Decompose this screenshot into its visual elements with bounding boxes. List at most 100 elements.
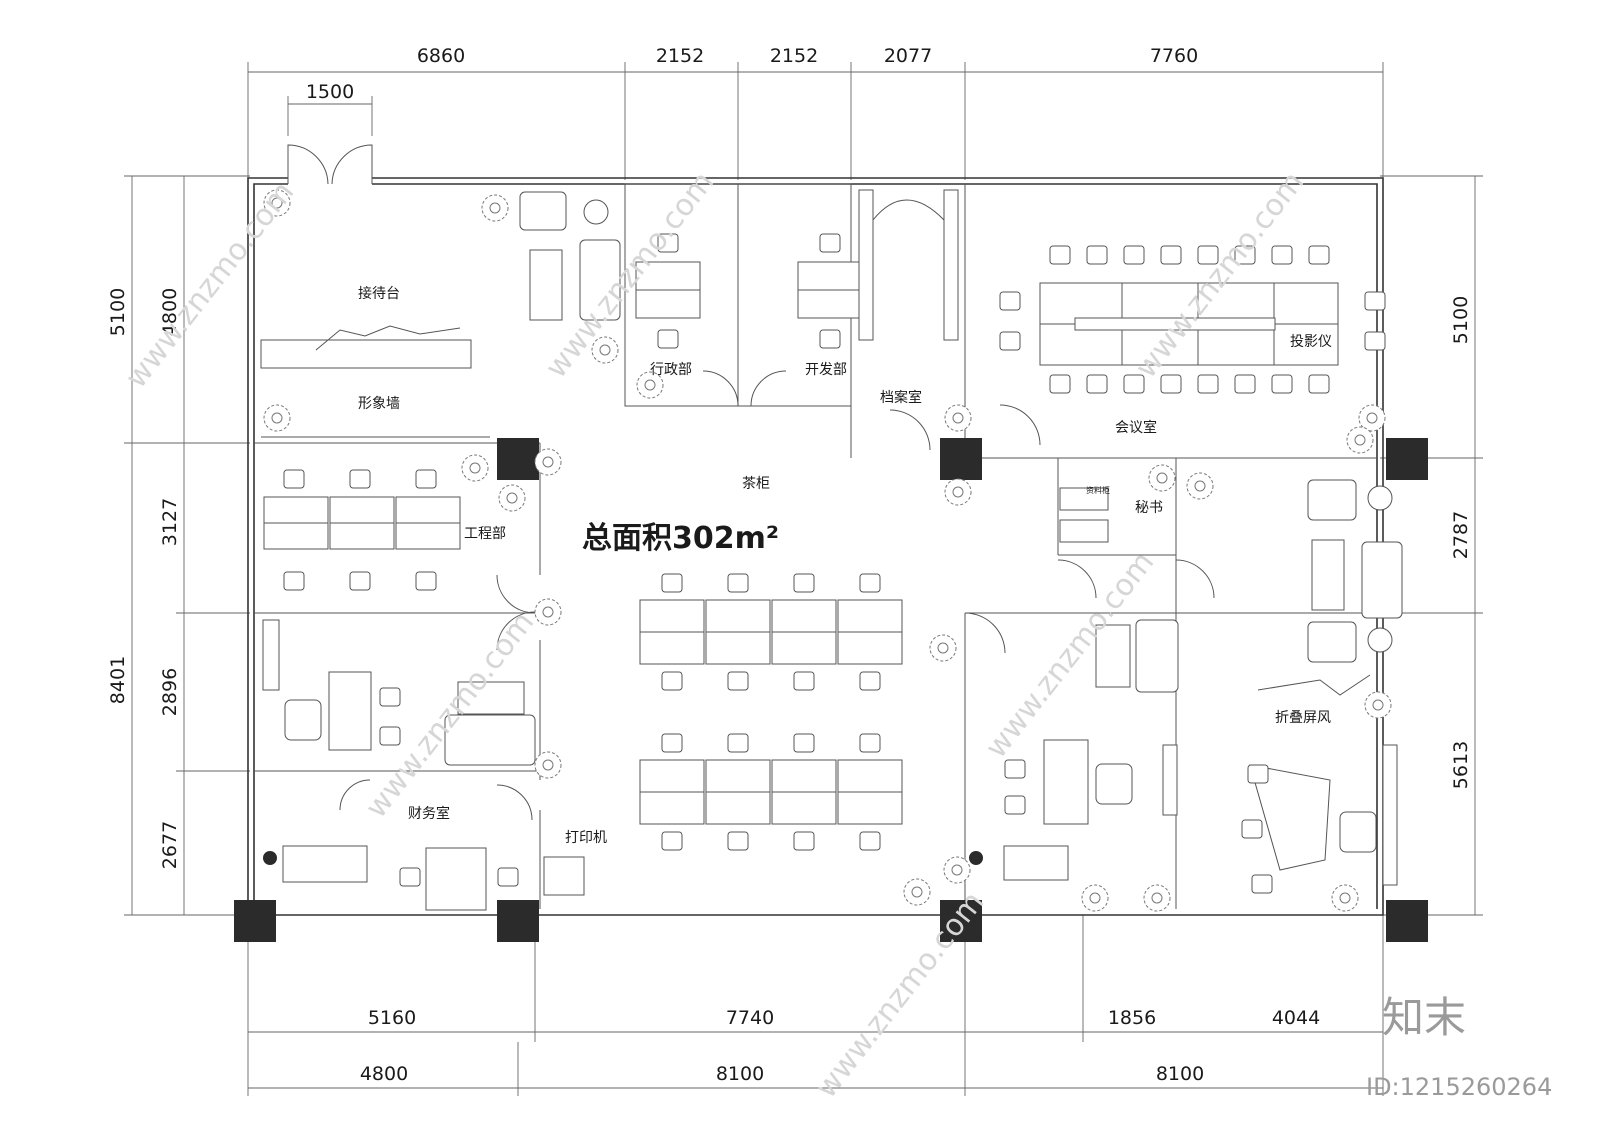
coffee-table — [529, 249, 563, 321]
chair — [999, 331, 1021, 351]
office-chair — [1339, 811, 1377, 853]
plant — [1156, 472, 1168, 484]
plant — [1143, 884, 1171, 912]
label-meeting-room: 会议室 — [1115, 419, 1157, 436]
plant — [929, 634, 957, 662]
chair — [497, 867, 519, 887]
desk — [705, 599, 771, 633]
plant — [944, 478, 972, 506]
chair — [859, 573, 881, 593]
plant — [534, 448, 562, 476]
desk — [639, 631, 705, 665]
chair — [1049, 374, 1071, 394]
desk — [639, 599, 705, 633]
dim-bottom-inner-4: 4044 — [1272, 1007, 1320, 1029]
column — [940, 438, 982, 480]
chair — [657, 329, 679, 349]
column — [497, 438, 539, 480]
chair — [727, 831, 749, 851]
plant — [1339, 892, 1351, 904]
desk — [1059, 487, 1109, 511]
chair — [349, 469, 371, 489]
plant — [263, 189, 291, 217]
chair — [661, 733, 683, 753]
watermark-site: www.znzmo.com — [979, 545, 1161, 765]
plant — [469, 462, 481, 474]
chair — [1271, 245, 1293, 265]
label-secretary: 秘书 — [1135, 500, 1163, 516]
dim-bottom-inner-2: 7740 — [726, 1007, 774, 1029]
desk — [329, 522, 395, 550]
chair — [415, 571, 437, 591]
chair — [793, 733, 815, 753]
dim-right-2: 2787 — [1450, 511, 1472, 559]
plant — [1331, 884, 1359, 912]
dimension-lines — [124, 62, 1483, 1096]
desk — [705, 791, 771, 825]
dim-bottom-inner-3: 1856 — [1108, 1007, 1156, 1029]
chair — [657, 233, 679, 253]
chair — [1086, 374, 1108, 394]
desk — [837, 599, 903, 633]
plant — [943, 856, 971, 884]
plant — [591, 336, 619, 364]
plant — [534, 751, 562, 779]
boss-desk — [1249, 764, 1331, 871]
chair — [727, 671, 749, 691]
folding-screen — [1257, 674, 1371, 696]
dim-top-1: 6860 — [417, 45, 465, 67]
chair — [1364, 331, 1386, 351]
desk — [639, 791, 705, 825]
dim-bottom-outer-2: 8100 — [716, 1063, 764, 1085]
dim-left-inner-3: 2896 — [159, 668, 181, 716]
walls — [247, 177, 1384, 916]
plant — [952, 412, 964, 424]
office-chair — [1095, 763, 1133, 805]
dim-door-width: 1500 — [306, 81, 354, 103]
desk — [395, 522, 461, 550]
plant — [1364, 691, 1392, 719]
chair — [661, 573, 683, 593]
label-engineering: 工程部 — [464, 526, 506, 542]
dim-right-3: 5613 — [1450, 741, 1472, 789]
armchair — [1307, 621, 1357, 663]
label-tea-cabinet: 茶柜 — [742, 476, 770, 492]
chair — [399, 867, 421, 887]
cabinet — [262, 619, 280, 691]
chair — [793, 671, 815, 691]
plant — [944, 404, 972, 432]
dim-left-outer-1: 5100 — [107, 288, 129, 336]
chair — [1234, 245, 1256, 265]
desk — [635, 261, 701, 291]
doors — [287, 144, 1215, 821]
chair — [793, 831, 815, 851]
plant — [911, 886, 923, 898]
armchair — [1307, 479, 1357, 521]
plant — [1366, 412, 1378, 424]
chair — [379, 687, 401, 707]
chair — [349, 571, 371, 591]
label-folding-screen: 折叠屏风 — [1275, 710, 1331, 726]
chair — [1234, 374, 1256, 394]
watermark-site: www.znzmo.com — [809, 885, 991, 1105]
plant — [1089, 892, 1101, 904]
side-table — [1367, 485, 1393, 511]
dim-bottom-outer-3: 8100 — [1156, 1063, 1204, 1085]
label-cabinet-small: 资料柜 — [1086, 485, 1110, 495]
dimension-labels: 6860 2152 2152 2077 7760 1500 5100 8401 … — [107, 45, 1472, 1085]
desk — [797, 289, 863, 319]
desk — [635, 289, 701, 319]
chair — [283, 571, 305, 591]
desk — [425, 847, 487, 911]
total-area-label: 总面积302m² — [582, 521, 779, 556]
printer — [543, 856, 585, 896]
desk — [395, 496, 461, 524]
chair — [819, 233, 841, 253]
sofa — [1361, 541, 1403, 619]
water-dispenser — [263, 851, 277, 865]
column — [1386, 900, 1428, 942]
plant — [498, 484, 526, 512]
chair — [727, 573, 749, 593]
chair — [859, 831, 881, 851]
desk — [263, 496, 329, 524]
